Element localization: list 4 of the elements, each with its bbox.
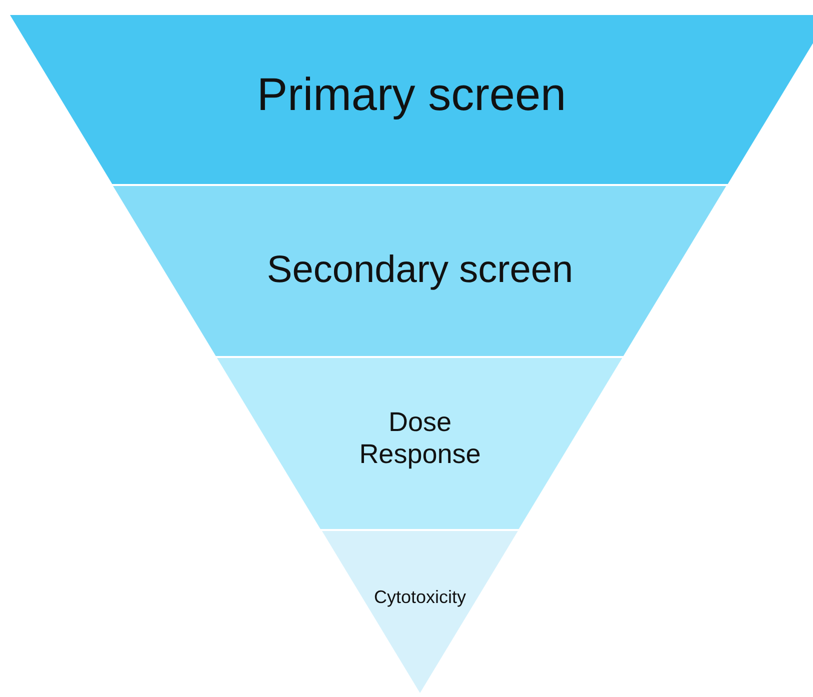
tier-label: Secondary screen: [266, 249, 574, 293]
tier-label: Cytotoxicity: [374, 586, 466, 609]
tier-label: Dose Response: [358, 407, 482, 471]
tier-label: Primary screen: [256, 68, 566, 122]
